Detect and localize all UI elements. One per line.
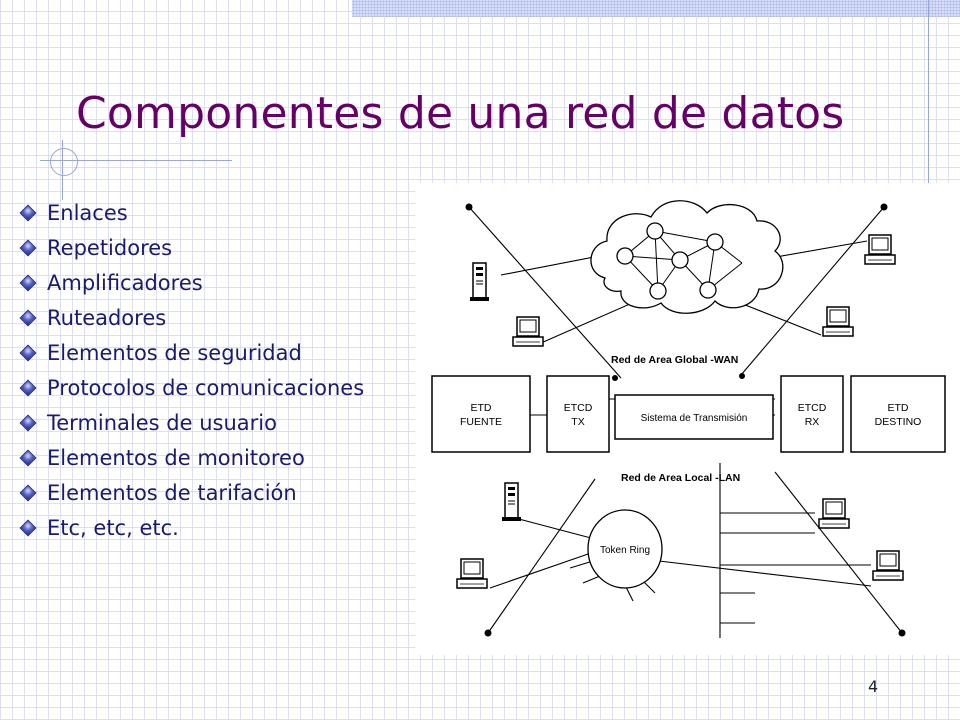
token-ring-label: Token Ring bbox=[600, 545, 650, 556]
diamond-bullet-icon bbox=[19, 309, 37, 327]
network-diagram-svg: Red de Area Global -WAN ETD FUENTE ETCD … bbox=[431, 200, 946, 638]
bullet-item: Terminales de usuario bbox=[18, 408, 364, 443]
bullet-item: Elementos de monitoreo bbox=[18, 443, 364, 478]
lan-label: Red de Area Local -LAN bbox=[621, 472, 740, 484]
bullet-item: Elementos de seguridad bbox=[18, 338, 364, 373]
bullet-item: Elementos de tarifación bbox=[18, 478, 364, 513]
diamond-bullet-icon bbox=[19, 519, 37, 537]
bullet-text: Ruteadores bbox=[47, 306, 167, 330]
diamond-bullet-icon bbox=[19, 274, 37, 292]
diamond-bullet-icon bbox=[19, 204, 37, 222]
bullet-list: Enlaces Repetidores Amplificadores Rutea… bbox=[18, 198, 364, 548]
desktop-computer-icon bbox=[818, 498, 850, 529]
diamond-bullet-icon bbox=[19, 239, 37, 257]
bullet-item: Repetidores bbox=[18, 233, 364, 268]
bullet-text: Protocolos de comunicaciones bbox=[47, 376, 365, 400]
bullet-item: Etc, etc, etc. bbox=[18, 513, 364, 548]
decor-title-underline bbox=[40, 160, 232, 161]
box-label: RX bbox=[805, 416, 820, 428]
desktop-computer-icon bbox=[456, 558, 488, 589]
bullet-text: Etc, etc, etc. bbox=[47, 516, 179, 540]
wan-nodes bbox=[616, 222, 724, 300]
desktop-computer-icon bbox=[512, 316, 544, 347]
bullet-item: Protocolos de comunicaciones bbox=[18, 373, 364, 408]
bullet-text: Elementos de monitoreo bbox=[47, 446, 305, 470]
desktop-computer-icon bbox=[872, 550, 904, 581]
box-label: ETD bbox=[471, 402, 492, 414]
box-label: DESTINO bbox=[875, 416, 922, 428]
desktop-computer-icon bbox=[864, 234, 896, 265]
bullet-item: Ruteadores bbox=[18, 303, 364, 338]
wan-label: Red de Area Global -WAN bbox=[611, 354, 738, 366]
box-label: ETD bbox=[888, 402, 909, 414]
tower-computer-icon bbox=[501, 482, 522, 522]
box-label: Sistema de Transmisión bbox=[641, 413, 748, 424]
transmission-system-box bbox=[614, 394, 774, 440]
decor-line-right bbox=[928, 0, 929, 190]
diamond-bullet-icon bbox=[19, 379, 37, 397]
box-label: ETCD bbox=[564, 402, 593, 414]
bullet-text: Elementos de seguridad bbox=[47, 341, 302, 365]
header-decoration-band bbox=[352, 0, 960, 17]
diamond-bullet-icon bbox=[19, 484, 37, 502]
etcd-tx-box bbox=[546, 375, 610, 453]
diamond-bullet-icon bbox=[19, 449, 37, 467]
box-label: TX bbox=[571, 416, 584, 428]
desktop-computer-icon bbox=[822, 306, 854, 337]
slide-title: Componentes de una red de datos bbox=[76, 88, 845, 139]
bullet-text: Terminales de usuario bbox=[47, 411, 277, 435]
page-number: 4 bbox=[868, 677, 879, 696]
diamond-bullet-icon bbox=[19, 344, 37, 362]
diamond-bullet-icon bbox=[19, 414, 37, 432]
etd-source-box bbox=[431, 375, 531, 453]
tower-computer-icon bbox=[469, 262, 490, 302]
etd-destination-box bbox=[850, 375, 946, 453]
bullet-item: Amplificadores bbox=[18, 268, 364, 303]
box-label: FUENTE bbox=[460, 416, 502, 428]
bullet-text: Repetidores bbox=[47, 236, 173, 260]
bullet-item: Enlaces bbox=[18, 198, 364, 233]
bullet-text: Enlaces bbox=[47, 201, 128, 225]
decor-circle bbox=[50, 148, 78, 176]
token-ring-circle bbox=[587, 509, 663, 589]
network-diagram: Red de Area Global -WAN ETD FUENTE ETCD … bbox=[415, 183, 960, 655]
box-label: ETCD bbox=[798, 402, 827, 414]
etcd-rx-box bbox=[780, 375, 844, 453]
bullet-text: Elementos de tarifación bbox=[47, 481, 297, 505]
endpoint-dots bbox=[465, 203, 906, 637]
bullet-text: Amplificadores bbox=[47, 271, 203, 295]
